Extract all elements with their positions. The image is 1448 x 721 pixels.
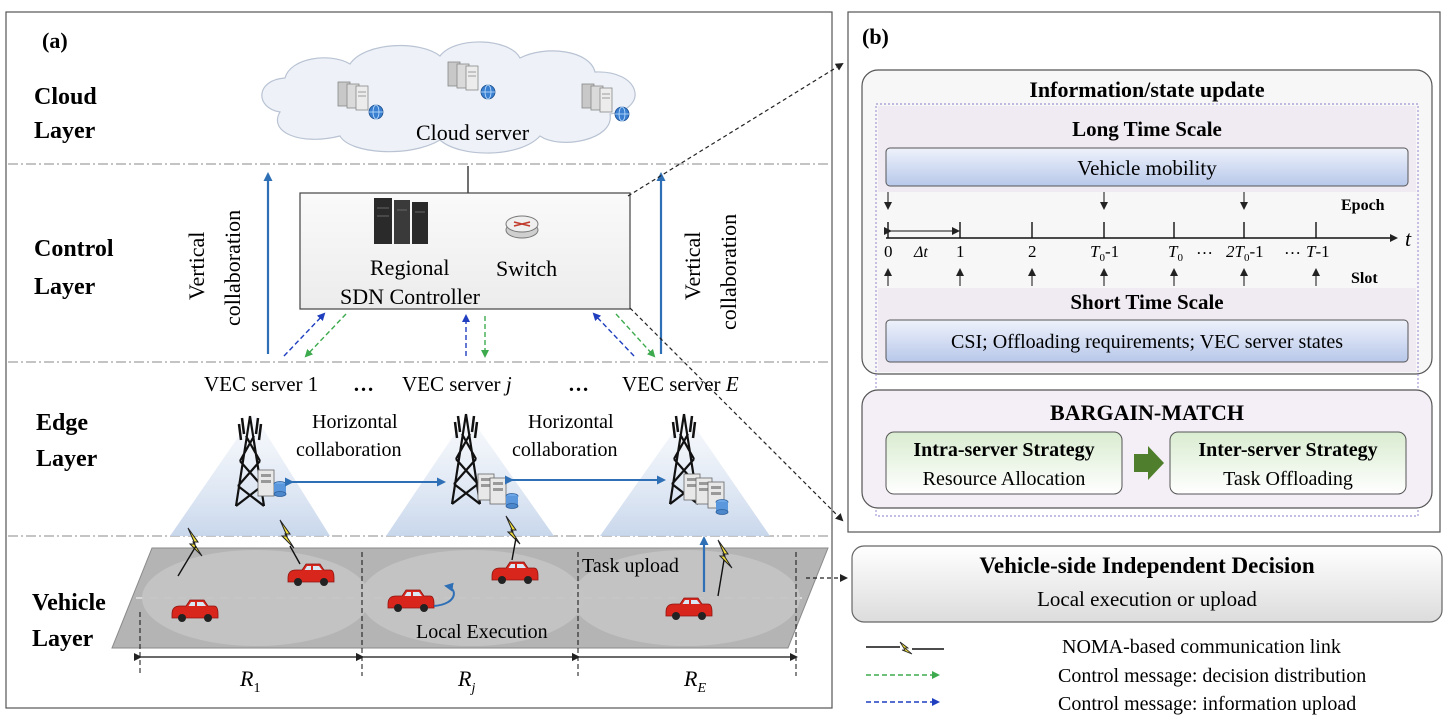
tick-label-T0-1: T0-1 xyxy=(1090,242,1119,264)
ellipsis: … xyxy=(1284,239,1301,258)
info-upload-arrow xyxy=(283,312,326,357)
vec-server-E-label: VEC server E xyxy=(622,372,739,396)
regional-label: Regional xyxy=(370,255,449,280)
tick-label-1: 1 xyxy=(956,242,965,261)
coverage-cone xyxy=(170,414,330,536)
panel-b-label: (b) xyxy=(862,24,889,49)
vertical-collab-left-2: collaboration xyxy=(220,210,245,326)
vertical-collab-right-2: collaboration xyxy=(716,214,741,330)
controller-rack-icon xyxy=(374,198,428,244)
horizontal-collab-1-line1: Horizontal xyxy=(312,411,398,433)
edge-layer-label-2: Layer xyxy=(36,446,98,472)
decision-distribution-arrow xyxy=(304,313,347,358)
legend-green-label: Control message: decision distribution xyxy=(1058,665,1366,687)
tick-label-2T0-1: 2T0-1 xyxy=(1226,242,1264,264)
legend-noma-symbol xyxy=(866,641,944,655)
legend-blue-label: Control message: information upload xyxy=(1058,693,1356,715)
info-upload-arrow xyxy=(592,312,635,357)
horizontal-collab-2-line1: Horizontal xyxy=(528,411,614,433)
local-execution-label: Local Execution xyxy=(416,621,548,643)
inter-server-title: Inter-server Strategy xyxy=(1198,439,1377,461)
intra-server-title: Intra-server Strategy xyxy=(913,439,1094,461)
strategy-arrow-icon xyxy=(1134,446,1164,480)
sdn-controller-box xyxy=(299,192,631,310)
vec-server-j-label: VEC server j xyxy=(402,372,512,396)
slot-label: Slot xyxy=(1351,270,1378,287)
panel-a-frame xyxy=(5,11,833,709)
switch-label: Switch xyxy=(496,256,557,281)
panel-b-frame xyxy=(847,11,1441,533)
tick-label-T0: T0 xyxy=(1168,242,1183,264)
cloud-server-label: Cloud server xyxy=(416,120,530,145)
ellipsis: … xyxy=(1196,239,1213,258)
vehicle-layer-label-2: Layer xyxy=(32,626,94,652)
noma-link xyxy=(177,545,197,577)
dotted-frame xyxy=(875,103,1419,517)
panel-a-label: (a) xyxy=(42,28,68,53)
intra-server-subtitle: Resource Allocation xyxy=(923,468,1086,490)
long-time-scale-label: Long Time Scale xyxy=(1072,117,1222,141)
vehicle-mobility-bar xyxy=(885,147,1409,187)
inter-server-subtitle: Task Offloading xyxy=(1223,468,1353,490)
cloud-shape xyxy=(261,41,636,154)
cloud-layer-label-1: Cloud xyxy=(34,84,97,110)
control-layer-label-1: Control xyxy=(34,236,114,262)
region-rE-label: RE xyxy=(683,666,706,696)
control-layer-label-2: Layer xyxy=(34,274,96,300)
cloud-layer-label-2: Layer xyxy=(34,118,96,144)
vehicle-side-decision-box xyxy=(851,545,1443,623)
task-upload-label: Task upload xyxy=(582,555,679,577)
short-scale-content-label: CSI; Offloading requirements; VEC server… xyxy=(951,331,1343,353)
horizontal-collab-1-line2: collaboration xyxy=(296,439,402,461)
sdn-controller-label: SDN Controller xyxy=(340,284,481,309)
noma-link xyxy=(717,559,725,597)
noma-link xyxy=(289,545,301,565)
vec-server-1-label: VEC server 1 xyxy=(204,372,318,396)
local-execution-arrow xyxy=(433,582,455,607)
short-time-scale-label: Short Time Scale xyxy=(1070,290,1223,314)
vehicle-mobility-label: Vehicle mobility xyxy=(1077,156,1217,180)
vehicle-side-title: Vehicle-side Independent Decision xyxy=(979,553,1314,578)
delta-t-label: Δt xyxy=(913,244,928,261)
horizontal-collab-2-line2: collaboration xyxy=(512,439,618,461)
ellipsis: … xyxy=(568,372,589,396)
legend-noma-label: NOMA-based communication link xyxy=(1062,636,1341,658)
ellipsis: … xyxy=(353,372,374,396)
t-axis-label: t xyxy=(1405,226,1412,251)
vertical-collab-left-1: Vertical xyxy=(184,232,209,300)
tick-label-0: 0 xyxy=(884,242,893,261)
region-rj-label: Rj xyxy=(457,666,475,696)
noma-link xyxy=(511,537,517,561)
bargain-match-title: BARGAIN-MATCH xyxy=(1050,400,1244,425)
coverage-region xyxy=(142,550,370,646)
tick-label-T-1: T-1 xyxy=(1306,242,1330,261)
inter-server-strategy-box xyxy=(1169,431,1407,495)
switch-icon xyxy=(505,215,539,239)
region-r1-label: R1 xyxy=(239,666,260,696)
zoom-connector xyxy=(627,62,844,197)
tick-label-2: 2 xyxy=(1028,242,1037,261)
intra-server-strategy-box xyxy=(885,431,1123,495)
info-update-title: Information/state update xyxy=(1029,77,1265,102)
edge-layer-label-1: Edge xyxy=(36,410,88,436)
vertical-collab-right-1: Vertical xyxy=(680,232,705,300)
zoom-connector xyxy=(629,307,844,522)
decision-distribution-arrow xyxy=(615,313,656,358)
short-scale-content-bar xyxy=(885,319,1409,363)
vehicle-layer-label-1: Vehicle xyxy=(32,590,106,616)
vehicle-side-subtitle: Local execution or upload xyxy=(1037,587,1257,611)
epoch-label: Epoch xyxy=(1341,197,1385,214)
